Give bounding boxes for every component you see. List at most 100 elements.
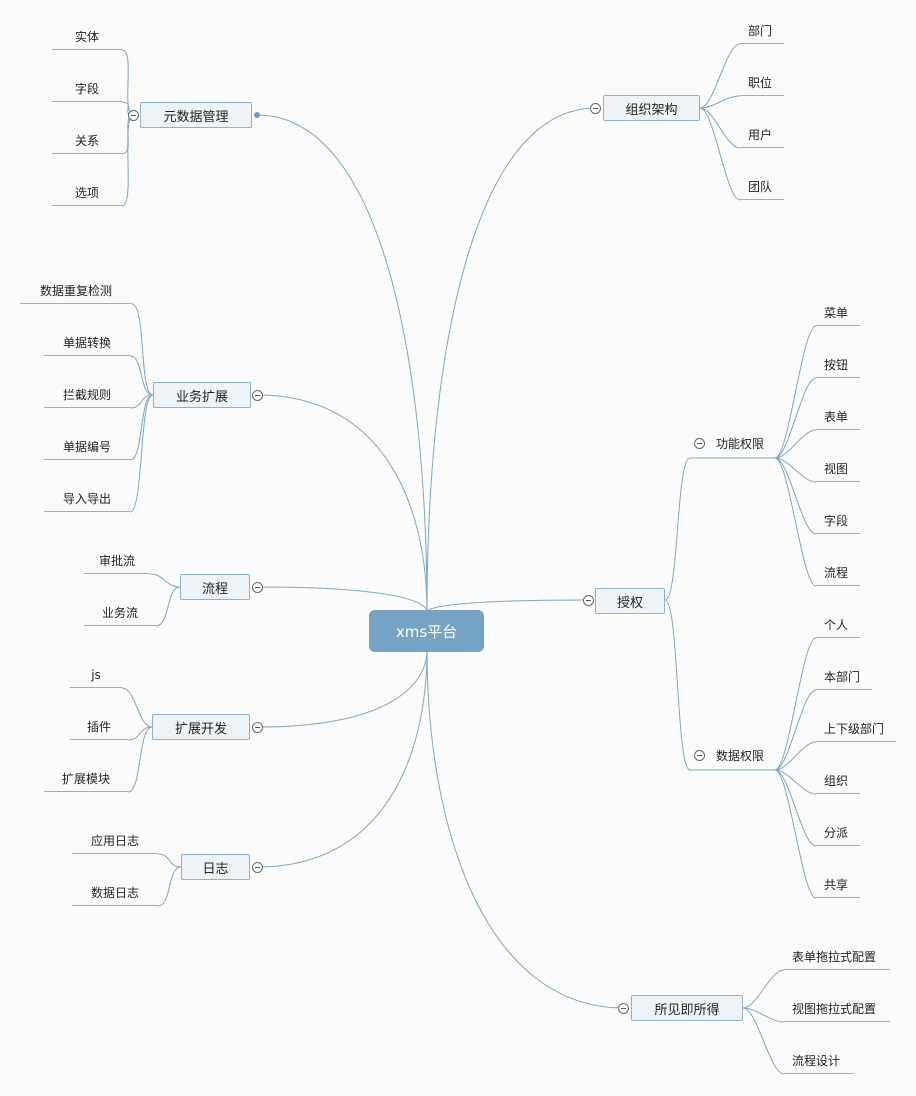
leaf-meta-1[interactable]: 字段 xyxy=(52,76,122,102)
leaf-log-1[interactable]: 数据日志 xyxy=(72,880,158,906)
leaf-func-3[interactable]: 视图 xyxy=(816,456,860,482)
leaf-data-5[interactable]: 共享 xyxy=(816,872,860,898)
leaf-org-0[interactable]: 部门 xyxy=(740,18,784,44)
leaf-func-4[interactable]: 字段 xyxy=(816,508,860,534)
anchor-dot-icon xyxy=(254,112,260,118)
link-flow-0 xyxy=(149,573,181,588)
link-root-auth xyxy=(426,599,590,613)
leaf-data-0[interactable]: 个人 xyxy=(816,612,860,638)
link-data-1 xyxy=(774,689,817,771)
link-biz-2 xyxy=(129,394,154,409)
leaf-org-1[interactable]: 职位 xyxy=(740,70,784,96)
leaf-data-4[interactable]: 分派 xyxy=(816,820,860,846)
leaf-dev-0[interactable]: js xyxy=(70,662,122,688)
link-root-log xyxy=(257,649,428,868)
sub-data-perm[interactable]: 数据权限 xyxy=(715,748,764,763)
sub-func-perm[interactable]: 功能权限 xyxy=(715,436,764,451)
link-biz-0 xyxy=(131,303,154,396)
link-flow-1 xyxy=(155,586,181,627)
link-data-0 xyxy=(774,637,817,771)
leaf-dev-1[interactable]: 插件 xyxy=(70,714,128,740)
link-biz-4 xyxy=(129,394,154,513)
root-node[interactable]: xms平台 xyxy=(369,610,484,652)
leaf-org-3[interactable]: 团队 xyxy=(740,174,784,200)
link-auth-1 xyxy=(664,599,691,771)
leaf-meta-2[interactable]: 关系 xyxy=(52,128,122,154)
link-root-org xyxy=(426,107,597,613)
collapse-minus-icon[interactable] xyxy=(694,438,705,449)
leaf-func-2[interactable]: 表单 xyxy=(816,404,860,430)
collapse-minus-icon[interactable] xyxy=(252,862,263,873)
branch-auth[interactable]: 授权 xyxy=(595,588,665,614)
branch-meta[interactable]: 元数据管理 xyxy=(140,102,252,128)
link-root-flow xyxy=(257,586,428,613)
leaf-org-2[interactable]: 用户 xyxy=(740,122,784,148)
leaf-biz-1[interactable]: 单据转换 xyxy=(44,330,130,356)
link-func-4 xyxy=(774,457,817,535)
link-func-2 xyxy=(774,429,817,459)
link-log-1 xyxy=(157,866,182,907)
collapse-minus-icon[interactable] xyxy=(252,390,263,401)
link-log-0 xyxy=(157,853,182,868)
collapse-minus-icon[interactable] xyxy=(252,582,263,593)
leaf-data-2[interactable]: 上下级部门 xyxy=(816,716,896,742)
link-data-4 xyxy=(774,769,817,847)
link-wys-2 xyxy=(742,1007,785,1075)
collapse-minus-icon[interactable] xyxy=(590,103,601,114)
link-func-0 xyxy=(774,325,817,459)
collapse-minus-icon[interactable] xyxy=(694,750,705,761)
link-org-0 xyxy=(699,43,741,109)
leaf-wys-2[interactable]: 流程设计 xyxy=(784,1048,854,1074)
link-meta-3 xyxy=(121,114,135,207)
link-org-1 xyxy=(699,95,741,109)
collapse-minus-icon[interactable] xyxy=(583,595,594,606)
leaf-biz-0[interactable]: 数据重复检测 xyxy=(20,278,132,304)
leaf-biz-2[interactable]: 拦截规则 xyxy=(44,382,130,408)
link-org-3 xyxy=(699,107,741,201)
leaf-meta-3[interactable]: 选项 xyxy=(52,180,122,206)
leaf-biz-3[interactable]: 单据编号 xyxy=(44,434,130,460)
link-biz-1 xyxy=(129,355,154,396)
collapse-minus-icon[interactable] xyxy=(128,110,139,121)
link-org-2 xyxy=(699,107,741,149)
leaf-dev-2[interactable]: 扩展模块 xyxy=(44,766,128,792)
collapse-minus-icon[interactable] xyxy=(252,722,263,733)
leaf-func-0[interactable]: 菜单 xyxy=(816,300,860,326)
branch-biz[interactable]: 业务扩展 xyxy=(153,382,251,408)
link-dev-1 xyxy=(127,726,153,741)
link-data-5 xyxy=(774,769,817,899)
link-func-5 xyxy=(774,457,817,587)
leaf-biz-4[interactable]: 导入导出 xyxy=(44,486,130,512)
leaf-data-3[interactable]: 组织 xyxy=(816,768,860,794)
branch-org[interactable]: 组织架构 xyxy=(603,95,700,121)
leaf-wys-0[interactable]: 表单拖拉式配置 xyxy=(784,944,890,970)
leaf-meta-0[interactable]: 实体 xyxy=(52,24,122,50)
link-root-dev xyxy=(257,649,428,728)
link-auth-0 xyxy=(664,457,691,601)
leaf-flow-1[interactable]: 业务流 xyxy=(84,600,156,626)
branch-dev[interactable]: 扩展开发 xyxy=(152,714,250,740)
leaf-wys-1[interactable]: 视图拖拉式配置 xyxy=(784,996,890,1022)
link-biz-3 xyxy=(129,394,154,461)
leaf-func-5[interactable]: 流程 xyxy=(816,560,860,586)
link-wys-1 xyxy=(742,1007,785,1023)
leaf-func-1[interactable]: 按钮 xyxy=(816,352,860,378)
leaf-log-0[interactable]: 应用日志 xyxy=(72,828,158,854)
collapse-minus-icon[interactable] xyxy=(618,1003,629,1014)
branch-wysiwyg[interactable]: 所见即所得 xyxy=(631,995,743,1021)
link-data-2 xyxy=(774,741,817,771)
link-data-3 xyxy=(774,769,817,795)
branch-flow[interactable]: 流程 xyxy=(180,574,250,600)
link-root-wys xyxy=(426,649,625,1009)
link-wys-0 xyxy=(742,969,785,1009)
link-func-3 xyxy=(774,457,817,483)
link-root-meta xyxy=(256,114,428,613)
leaf-data-1[interactable]: 本部门 xyxy=(816,664,872,690)
link-dev-0 xyxy=(121,687,153,728)
link-dev-2 xyxy=(127,726,153,793)
link-func-1 xyxy=(774,377,817,459)
link-root-biz xyxy=(257,394,428,613)
leaf-flow-0[interactable]: 审批流 xyxy=(84,548,150,574)
branch-log[interactable]: 日志 xyxy=(181,854,250,880)
